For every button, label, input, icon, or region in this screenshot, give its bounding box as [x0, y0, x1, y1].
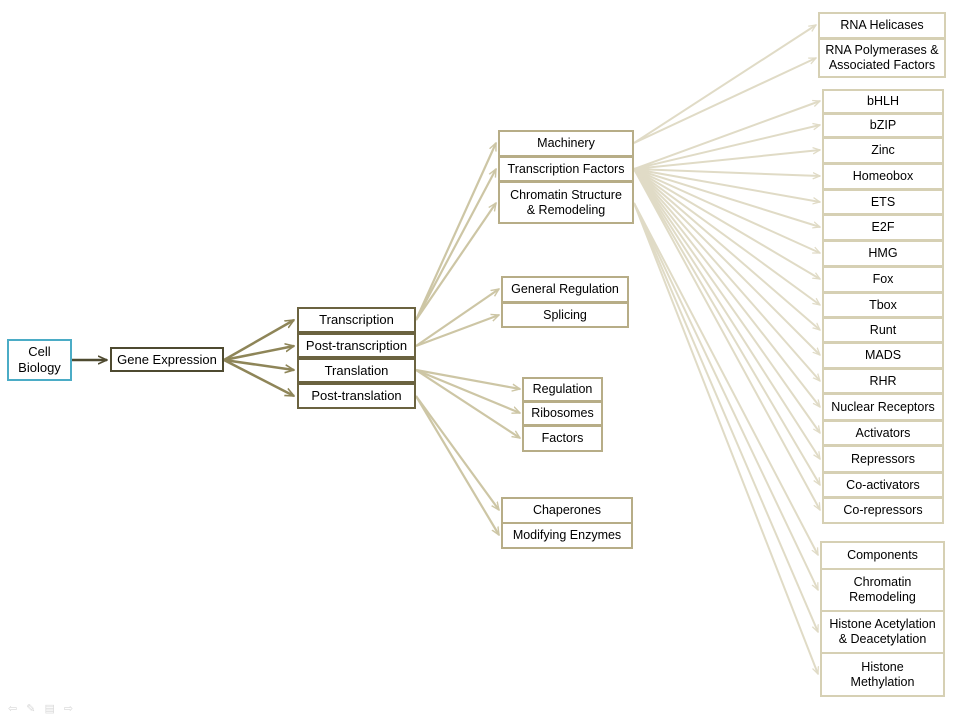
node-transcription-factors: Transcription Factors [498, 156, 634, 182]
arrow-transcription-factors-to-child [633, 168, 821, 485]
arrow-transcription-factors-to-child [633, 168, 820, 305]
node-general-regulation: General Regulation [501, 276, 629, 303]
arrow-transcription-factors-to-child [633, 101, 820, 170]
menu-icon[interactable]: ▤ [44, 703, 55, 715]
node-e2f: E2F [822, 214, 944, 241]
node-co-activators: Co-activators [822, 472, 944, 498]
arrow-machinery-to-child [633, 25, 816, 144]
arrow-gene-expression-to-stage [223, 358, 294, 370]
node-bzip: bZIP [822, 113, 944, 138]
node-mads: MADS [822, 342, 944, 369]
arrow-transcription-factors-to-child [633, 168, 820, 407]
node-tbox: Tbox [822, 292, 944, 318]
arrow-post-transcription-to-child [415, 315, 499, 348]
arrow-chromatin-to-child [633, 202, 819, 590]
node-histone-acetylation: Histone Acetylation & Deacetylation [820, 610, 945, 654]
node-rna-polymerases: RNA Polymerases & Associated Factors [818, 38, 946, 78]
arrow-gene-expression-to-stage [223, 318, 294, 362]
arrow-transcription-to-child [415, 203, 496, 321]
arrow-chromatin-to-child [633, 202, 819, 632]
arrow-transcription-factors-to-child [633, 168, 820, 330]
arrow-transcription-factors-to-child [633, 125, 820, 170]
node-machinery: Machinery [498, 130, 634, 157]
node-zinc: Zinc [822, 137, 944, 164]
node-chromatin-structure: Chromatin Structure & Remodeling [498, 181, 634, 224]
arrow-transcription-factors-to-child [633, 168, 820, 459]
node-homeobox: Homeobox [822, 163, 944, 190]
node-post-transcription: Post-transcription [297, 333, 416, 358]
arrow-transcription-factors-to-child [633, 168, 820, 227]
node-runt: Runt [822, 317, 944, 343]
arrow-post-translation-to-child [415, 395, 499, 510]
arrow-transcription-factors-to-child [633, 168, 820, 280]
node-co-repressors: Co-repressors [822, 497, 944, 524]
node-splicing: Splicing [501, 302, 629, 328]
arrow-transcription-factors-to-child [633, 168, 820, 202]
node-histone-methylation: Histone Methylation [820, 652, 945, 697]
node-modifying-enzymes: Modifying Enzymes [501, 522, 633, 549]
arrow-gene-expression-to-stage [223, 346, 294, 362]
arrow-transcription-factors-to-child [633, 168, 820, 176]
arrow-transcription-to-child [415, 169, 497, 321]
node-regulation: Regulation [522, 377, 603, 402]
node-translation: Translation [297, 358, 416, 383]
node-ets: ETS [822, 189, 944, 215]
arrow-transcription-to-child [414, 143, 498, 321]
arrow-translation-to-child [415, 369, 520, 438]
arrow-translation-to-child [415, 368, 520, 389]
node-hmg: HMG [822, 240, 944, 267]
arrow-transcription-factors-to-child [633, 168, 820, 381]
node-transcription: Transcription [297, 307, 416, 333]
arrow-chromatin-to-child [633, 202, 819, 555]
node-activators: Activators [822, 420, 944, 446]
arrow-post-transcription-to-child [415, 289, 499, 347]
arrow-gene-expression-to-stage [223, 358, 294, 398]
node-repressors: Repressors [822, 445, 944, 473]
arrow-transcription-factors-to-child [633, 150, 820, 170]
node-cell-biology: Cell Biology [7, 339, 72, 381]
arrow-machinery-to-child [633, 57, 816, 144]
slide-controls: ⇦ ✎ ▤ ⇨ [8, 703, 73, 715]
node-ribosomes: Ribosomes [522, 401, 603, 426]
arrow-transcription-factors-to-child [633, 168, 820, 433]
arrow-transcription-factors-to-child [633, 168, 820, 355]
node-rhr: RHR [822, 368, 944, 394]
arrow-transcription-factors-to-child [633, 168, 820, 254]
forward-arrow-icon[interactable]: ⇨ [63, 703, 74, 715]
node-rna-helicases: RNA Helicases [818, 12, 946, 39]
node-bhlh: bHLH [822, 89, 944, 114]
node-post-translation: Post-translation [297, 383, 416, 409]
arrow-translation-to-child [415, 368, 520, 415]
node-chaperones: Chaperones [501, 497, 633, 524]
node-nuclear-receptors: Nuclear Receptors [822, 393, 944, 421]
node-chromatin-remodeling: Chromatin Remodeling [820, 568, 945, 612]
pen-icon[interactable]: ✎ [26, 703, 36, 715]
arrow-chromatin-to-child [633, 202, 818, 674]
back-arrow-icon[interactable]: ⇦ [8, 703, 18, 715]
node-gene-expression: Gene Expression [110, 347, 224, 372]
node-components: Components [820, 541, 945, 570]
node-factors: Factors [522, 425, 603, 452]
arrow-transcription-factors-to-child [633, 168, 821, 510]
node-fox: Fox [822, 266, 944, 293]
arrow-post-translation-to-child [415, 395, 500, 535]
